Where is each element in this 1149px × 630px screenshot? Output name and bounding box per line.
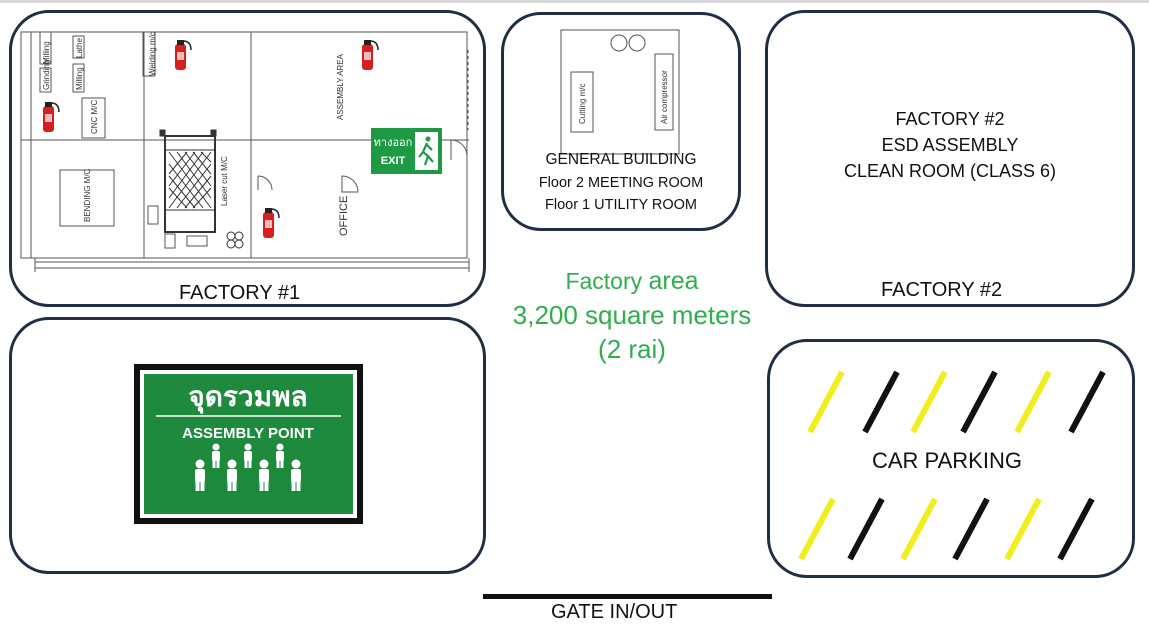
fire-extinguisher-icon <box>263 208 280 238</box>
gate-line <box>483 594 772 599</box>
exit-sign: ทางออก EXIT <box>371 128 442 174</box>
assembly-thai-text: จุดรวมพล <box>188 381 307 414</box>
label-milling-2: Milling <box>75 67 84 90</box>
factory1-floorplan: Milling Grinding Milling Lathe Welding m… <box>20 31 470 272</box>
label-laser: Laser cut M/C <box>220 156 229 206</box>
factory2-box <box>765 10 1135 307</box>
label-grinding: Grinding <box>42 60 51 90</box>
label-milling: Milling <box>42 41 51 64</box>
factory1-caption: FACTORY #1 <box>179 282 301 304</box>
people-icon <box>195 443 301 491</box>
label-bending: BENDING M/C <box>83 168 92 222</box>
label-welding: Welding m/c <box>148 32 157 76</box>
top-divider <box>0 0 1149 3</box>
factory-area-size: 3,200 square meters <box>512 300 752 330</box>
general-building-box <box>501 12 741 231</box>
general-building-floor2: Floor 2 MEETING ROOM <box>538 175 704 191</box>
parking-stripes <box>798 370 1106 561</box>
label-lathe: Lathe <box>75 37 84 58</box>
laser-machine-drawing <box>159 129 244 249</box>
general-building-title: GENERAL BUILDING <box>545 151 697 168</box>
factory2-line1: FACTORY #2 <box>895 109 1005 129</box>
factory-area-word: area <box>648 267 699 295</box>
label-assembly-area: ASSEMBLY AREA <box>336 53 345 120</box>
factory2-caption: FACTORY #2 <box>881 279 1003 301</box>
fire-extinguisher-icon <box>175 40 192 70</box>
fire-extinguisher-icon <box>43 102 60 132</box>
fire-extinguisher-icon <box>362 40 379 70</box>
factory-area-prefix: Factory <box>565 268 649 294</box>
gate-label: GATE IN/OUT <box>551 601 678 623</box>
car-parking-label: CAR PARKING <box>872 448 1022 473</box>
general-building-floor1: Floor 1 UTILITY ROOM <box>544 197 697 213</box>
factory-area-rai: (2 rai) <box>598 334 666 364</box>
label-cnc: CNC M/C <box>90 100 99 134</box>
assembly-point-sign: จุดรวมพล ASSEMBLY POINT <box>134 364 363 524</box>
general-building-floorplan: Cutting m/c Air compressor <box>560 29 680 155</box>
label-cutting: Cutting m/c <box>578 84 587 124</box>
exit-thai-text: ทางออก <box>374 137 413 149</box>
factory2-line2: ESD ASSEMBLY <box>881 135 1019 155</box>
assembly-en-text: ASSEMBLY POINT <box>182 425 314 442</box>
factory-area-line1: Factory area <box>490 264 774 298</box>
label-air-compressor: Air compressor <box>660 70 669 124</box>
factory2-description: FACTORY #2 ESD ASSEMBLY CLEAN ROOM (CLAS… <box>765 106 1135 184</box>
label-office: OFFICE <box>338 196 350 236</box>
general-building-text: GENERAL BUILDING Floor 2 MEETING ROOM Fl… <box>501 148 741 216</box>
factory2-line3: CLEAN ROOM (CLASS 6) <box>843 161 1057 181</box>
factory-area-text: Factory area 3,200 square meters (2 rai) <box>490 264 774 366</box>
exit-en-text: EXIT <box>381 155 406 167</box>
